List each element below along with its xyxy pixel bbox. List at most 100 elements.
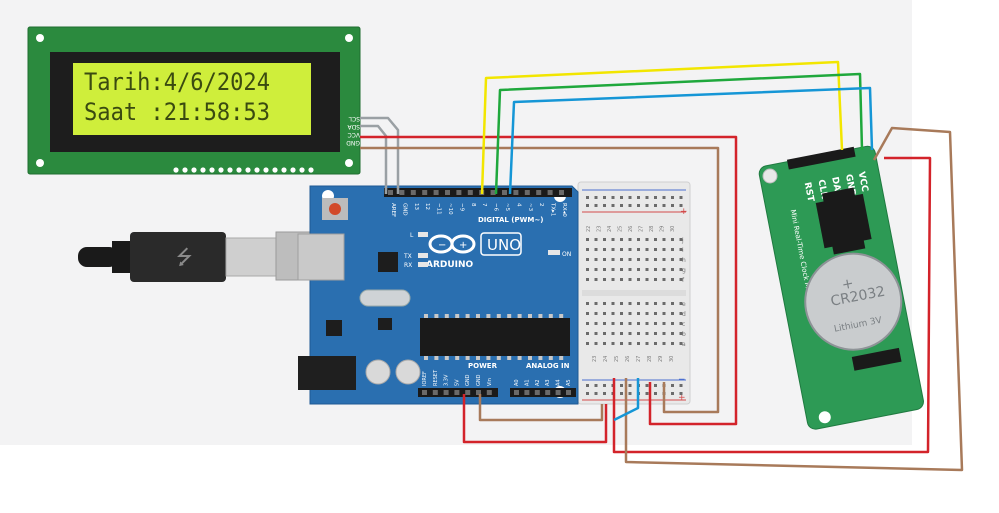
breadboard-hole[interactable] xyxy=(628,342,632,345)
digital-pin-hole[interactable] xyxy=(388,190,393,195)
breadboard-hole[interactable] xyxy=(654,392,657,395)
breadboard-hole[interactable] xyxy=(603,204,606,207)
breadboard-hole[interactable] xyxy=(611,196,615,199)
breadboard-hole[interactable] xyxy=(603,342,606,345)
breadboard-hole[interactable] xyxy=(679,238,683,241)
breadboard-hole[interactable] xyxy=(637,312,640,315)
breadboard-hole[interactable] xyxy=(671,278,674,281)
breadboard-hole[interactable] xyxy=(637,302,640,305)
breadboard-hole[interactable] xyxy=(671,322,674,325)
breadboard-hole[interactable] xyxy=(594,332,598,335)
breadboard-hole[interactable] xyxy=(628,384,632,387)
analog-pin-hole[interactable] xyxy=(545,390,551,395)
wire-gnd[interactable] xyxy=(478,394,604,422)
breadboard-hole[interactable] xyxy=(628,196,632,199)
breadboard-hole[interactable] xyxy=(586,204,589,207)
breadboard-hole[interactable] xyxy=(628,248,632,251)
breadboard-hole[interactable] xyxy=(679,384,683,387)
breadboard-hole[interactable] xyxy=(637,238,640,241)
breadboard-hole[interactable] xyxy=(611,322,615,325)
breadboard-hole[interactable] xyxy=(628,278,632,281)
breadboard-hole[interactable] xyxy=(662,238,666,241)
breadboard-hole[interactable] xyxy=(637,258,640,261)
breadboard-hole[interactable] xyxy=(620,278,623,281)
breadboard-hole[interactable] xyxy=(620,384,623,387)
breadboard-hole[interactable] xyxy=(586,258,589,261)
breadboard-hole[interactable] xyxy=(654,384,657,387)
breadboard-hole[interactable] xyxy=(611,312,615,315)
breadboard-hole[interactable] xyxy=(620,196,623,199)
breadboard-hole[interactable] xyxy=(645,392,649,395)
rtc-header[interactable] xyxy=(786,146,856,170)
breadboard-hole[interactable] xyxy=(586,342,589,345)
breadboard-hole[interactable] xyxy=(594,258,598,261)
breadboard-hole[interactable] xyxy=(662,196,666,199)
digital-pin-hole[interactable] xyxy=(445,190,450,195)
breadboard-hole[interactable] xyxy=(654,196,657,199)
breadboard-hole[interactable] xyxy=(671,258,674,261)
breadboard-hole[interactable] xyxy=(620,238,623,241)
breadboard-hole[interactable] xyxy=(662,278,666,281)
breadboard-hole[interactable] xyxy=(662,268,666,271)
breadboard-hole[interactable] xyxy=(637,332,640,335)
breadboard-hole[interactable] xyxy=(611,332,615,335)
breadboard-hole[interactable] xyxy=(611,342,615,345)
breadboard-hole[interactable] xyxy=(654,332,657,335)
breadboard-hole[interactable] xyxy=(662,312,666,315)
lcd-module[interactable]: Tarih:4/6/2024 Saat :21:58:53 SCL SDA VC… xyxy=(27,26,361,175)
breadboard-hole[interactable] xyxy=(620,322,623,325)
breadboard-hole[interactable] xyxy=(662,342,666,345)
breadboard-hole[interactable] xyxy=(671,384,674,387)
analog-pin-hole[interactable] xyxy=(524,390,530,395)
breadboard-hole[interactable] xyxy=(679,268,683,271)
wire-sda[interactable] xyxy=(360,124,388,194)
breadboard-hole[interactable] xyxy=(645,278,649,281)
wire-lcd-gnd[interactable] xyxy=(360,146,720,414)
digital-pin-hole[interactable] xyxy=(536,190,542,195)
breadboard-hole[interactable] xyxy=(594,196,598,199)
breadboard-hole[interactable] xyxy=(603,312,606,315)
breadboard-hole[interactable] xyxy=(671,342,674,345)
breadboard-hole[interactable] xyxy=(679,312,683,315)
breadboard-hole[interactable] xyxy=(637,204,640,207)
analog-pin-hole[interactable] xyxy=(566,390,571,395)
breadboard-hole[interactable] xyxy=(654,238,657,241)
breadboard-hole[interactable] xyxy=(645,312,649,315)
breadboard-hole[interactable] xyxy=(586,322,589,325)
breadboard-hole[interactable] xyxy=(654,258,657,261)
breadboard-hole[interactable] xyxy=(628,392,632,395)
power-pin-hole[interactable] xyxy=(422,390,427,395)
analog-header[interactable] xyxy=(510,388,576,397)
breadboard-hole[interactable] xyxy=(654,322,657,325)
digital-header[interactable] xyxy=(384,188,572,197)
breadboard-hole[interactable] xyxy=(654,312,657,315)
breadboard-hole[interactable] xyxy=(594,392,598,395)
breadboard-hole[interactable] xyxy=(671,204,674,207)
breadboard-hole[interactable] xyxy=(586,248,589,251)
breadboard-hole[interactable] xyxy=(679,204,683,207)
breadboard-hole[interactable] xyxy=(654,248,657,251)
digital-pin-hole[interactable] xyxy=(422,190,428,195)
digital-pin-hole[interactable] xyxy=(410,190,416,195)
breadboard-hole[interactable] xyxy=(645,258,649,261)
breadboard-hole[interactable] xyxy=(645,302,649,305)
wire-dat[interactable] xyxy=(494,72,864,195)
breadboard-hole[interactable] xyxy=(620,302,623,305)
reset-button-cap[interactable] xyxy=(329,203,341,215)
breadboard-hole[interactable] xyxy=(679,322,683,325)
breadboard-hole[interactable] xyxy=(671,238,674,241)
breadboard-hole[interactable] xyxy=(603,268,606,271)
breadboard-hole[interactable] xyxy=(586,302,589,305)
digital-pin-hole[interactable] xyxy=(467,190,473,195)
breadboard-hole[interactable] xyxy=(671,302,674,305)
breadboard-hole[interactable] xyxy=(620,312,623,315)
breadboard-hole[interactable] xyxy=(628,258,632,261)
breadboard-hole[interactable] xyxy=(586,312,589,315)
wire-clk[interactable] xyxy=(508,86,874,195)
analog-pin-hole[interactable] xyxy=(514,390,519,395)
breadboard-hole[interactable] xyxy=(586,196,589,199)
breadboard-hole[interactable] xyxy=(671,392,674,395)
breadboard-hole[interactable] xyxy=(594,322,598,325)
breadboard-hole[interactable] xyxy=(637,278,640,281)
